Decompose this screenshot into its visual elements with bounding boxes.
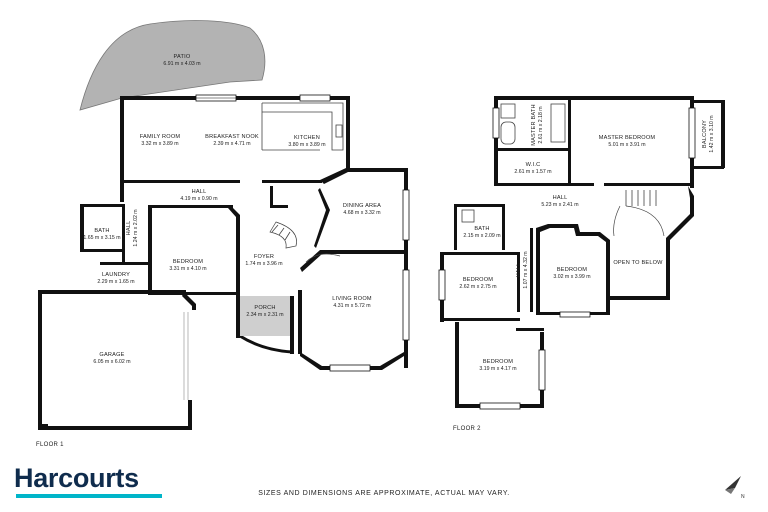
room-dims: 2.15 m x 2.09 m: [463, 233, 500, 239]
room-label: DINING AREA: [343, 203, 381, 209]
room-label: FAMILY ROOM: [140, 134, 181, 140]
floor-1-labels: PATIO 6.91 m x 4.03 m FAMILY ROOM 3.32 m…: [36, 54, 381, 448]
patio-area: [79, 20, 266, 111]
stairs-icon: [269, 221, 341, 263]
room-label: MASTER BATH: [531, 104, 537, 146]
floor-2-plan: MASTER BATH 2.61 m x 2.18 m MASTER BEDRO…: [438, 96, 725, 432]
room-dims: 1.42 m x 3.10 m: [709, 115, 715, 152]
room-dims: 4.19 m x 0.90 m: [180, 196, 217, 202]
compass-label: N: [741, 494, 745, 500]
floor-1-windows: [195, 94, 410, 372]
room-dims: 5.23 m x 2.41 m: [541, 202, 578, 208]
room-dims: 1.24 m x 2.02 m: [133, 209, 139, 246]
room-label: BREAKFAST NOOK: [205, 134, 259, 140]
kitchen-fixtures: [261, 102, 344, 151]
room-label: HALL: [553, 195, 568, 201]
room-label: BATH: [474, 226, 489, 232]
room-dims: 3.02 m x 3.99 m: [553, 274, 590, 280]
room-label: KITCHEN: [294, 135, 320, 141]
room-dims: 2.62 m x 2.75 m: [459, 284, 496, 290]
disclaimer-text: SIZES AND DIMENSIONS ARE APPROXIMATE, AC…: [258, 490, 510, 497]
floor-label: FLOOR 2: [453, 426, 481, 432]
room-dims: 1.65 m x 3.15 m: [83, 235, 120, 241]
room-dims: 2.34 m x 2.31 m: [246, 312, 283, 318]
garage-door: [183, 312, 189, 400]
room-label: BATH: [94, 228, 109, 234]
porch-area: [240, 296, 290, 336]
porch-arc: [239, 334, 293, 354]
room-dims: 2.61 m x 1.57 m: [514, 169, 551, 175]
room-label: HALL: [516, 263, 522, 278]
brand-accent-bar: [16, 494, 162, 498]
room-label: MASTER BEDROOM: [599, 135, 656, 141]
room-label: OPEN TO BELOW: [613, 260, 663, 266]
floor-2-windows: [438, 107, 696, 410]
room-dims: 3.19 m x 4.17 m: [479, 366, 516, 372]
floor-1-plan: PATIO 6.91 m x 4.03 m FAMILY ROOM 3.32 m…: [36, 20, 410, 448]
room-dims: 4.31 m x 5.72 m: [333, 303, 370, 309]
room-label: BEDROOM: [483, 359, 513, 365]
room-label: LIVING ROOM: [332, 296, 372, 302]
room-dims: 2.29 m x 1.65 m: [97, 279, 134, 285]
room-dims: 6.05 m x 6.02 m: [93, 359, 130, 365]
room-label: HALL: [126, 221, 132, 236]
room-dims: 2.39 m x 4.71 m: [213, 141, 250, 147]
room-label: BALCONY: [702, 120, 708, 148]
room-label: GARAGE: [99, 352, 124, 358]
room-dims: 3.80 m x 3.89 m: [288, 142, 325, 148]
brand-logo: Harcourts: [14, 463, 139, 493]
room-label: BEDROOM: [463, 277, 493, 283]
room-dims: 4.68 m x 3.32 m: [343, 210, 380, 216]
floor-label: FLOOR 1: [36, 442, 64, 448]
room-dims: 2.61 m x 2.18 m: [538, 106, 544, 143]
room-dims: 1.07 m x 4.32 m: [523, 251, 529, 288]
room-label: PATIO: [174, 54, 191, 60]
room-dims: 6.91 m x 4.03 m: [163, 61, 200, 67]
room-label: PORCH: [254, 305, 275, 311]
floor-2-labels: MASTER BATH 2.61 m x 2.18 m MASTER BEDRO…: [453, 104, 715, 432]
master-bath-fixtures: [461, 103, 566, 223]
room-label: LAUNDRY: [102, 272, 130, 278]
room-dims: 3.32 m x 3.89 m: [141, 141, 178, 147]
room-label: BEDROOM: [557, 267, 587, 273]
room-label: W.I.C: [526, 162, 541, 168]
room-dims: 3.31 m x 4.10 m: [169, 266, 206, 272]
north-arrow-icon: N: [725, 476, 745, 500]
room-label: BEDROOM: [173, 259, 203, 265]
room-label: FOYER: [254, 254, 274, 260]
room-dims: 1.74 m x 3.96 m: [245, 261, 282, 267]
room-label: HALL: [192, 189, 207, 195]
stairs-icon: [613, 190, 665, 237]
room-dims: 5.01 m x 3.91 m: [608, 142, 645, 148]
